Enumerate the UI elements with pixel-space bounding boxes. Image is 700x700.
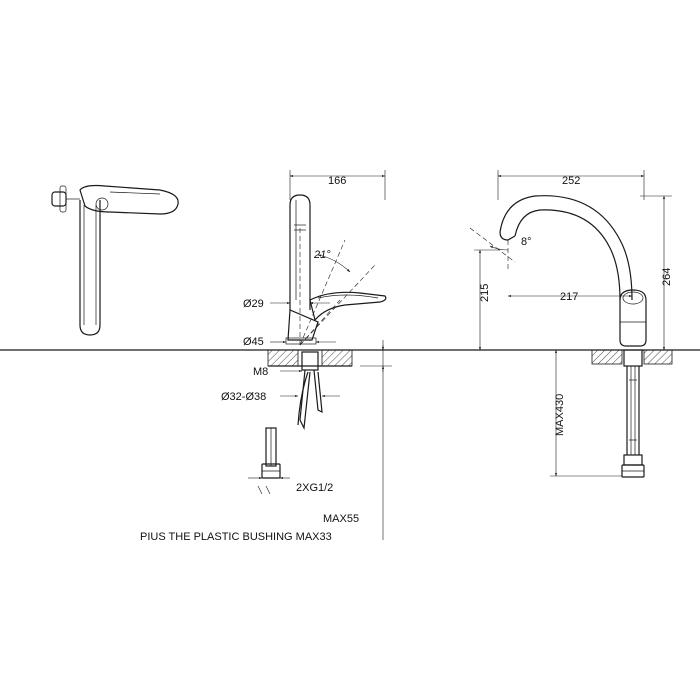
side-countertop-right <box>321 349 353 367</box>
label-hose-max: MAX430 <box>554 394 566 436</box>
top-view-connector <box>51 191 67 207</box>
front-view-body <box>619 289 647 347</box>
side-countertop-left <box>267 349 299 367</box>
label-angle-spout: 8° <box>521 236 532 248</box>
side-hose-1 <box>299 369 311 431</box>
label-bushing-note: PIUS THE PLASTIC BUSHING MAX33 <box>140 531 332 543</box>
label-hose-thread: 2XG1/2 <box>296 482 333 494</box>
front-view-hoses <box>621 349 645 478</box>
top-view-hose <box>79 200 101 336</box>
front-countertop-left <box>591 349 623 365</box>
front-view: 252 8° 215 217 264 <box>469 170 673 478</box>
top-view-lever <box>79 184 179 215</box>
label-height-total: 264 <box>661 268 673 286</box>
side-hose-2 <box>313 369 323 414</box>
label-thread-m8: M8 <box>253 366 268 378</box>
label-hole-range: Ø32-Ø38 <box>221 391 266 403</box>
label-height-outlet: 215 <box>479 284 491 302</box>
label-dia-spout: Ø29 <box>243 298 264 310</box>
label-width-side: 166 <box>328 175 346 187</box>
label-angle-lever: 21° <box>313 249 331 261</box>
front-countertop-right <box>643 349 673 365</box>
side-view: 166 21° Ø29 Ø45 M8 <box>140 170 392 543</box>
side-view-spout <box>289 194 311 310</box>
top-view <box>51 184 179 336</box>
label-deck-max: MAX55 <box>323 513 359 525</box>
side-view-lever <box>309 291 387 322</box>
front-view-spout <box>499 195 633 301</box>
label-reach-outlet: 217 <box>560 291 578 303</box>
label-reach-total: 252 <box>562 175 580 187</box>
label-dia-base: Ø45 <box>243 336 264 348</box>
